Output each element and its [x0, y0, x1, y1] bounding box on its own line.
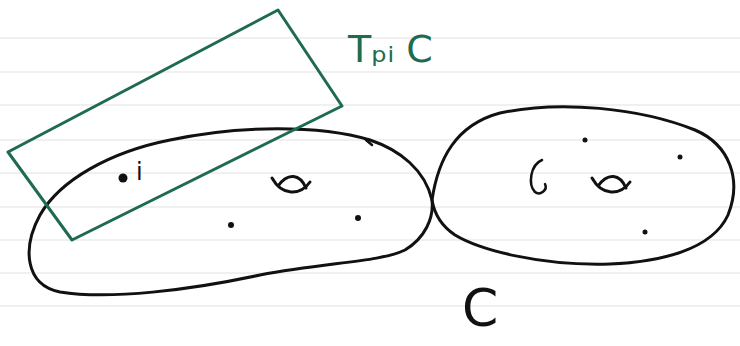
- left-component: [29, 129, 432, 295]
- point-label: i: [136, 160, 143, 184]
- genus-handle: [592, 176, 630, 192]
- genus-handle: [272, 176, 310, 192]
- tangent-space-label: Tₚᵢ C: [348, 30, 433, 68]
- curve-label: C: [462, 282, 498, 334]
- tangent-plane: [8, 10, 342, 240]
- ruled-lines: [0, 38, 740, 306]
- tick-mark: [366, 140, 372, 145]
- right-component: [432, 107, 734, 264]
- marked-points: [119, 138, 683, 235]
- curl-mark: [531, 160, 546, 193]
